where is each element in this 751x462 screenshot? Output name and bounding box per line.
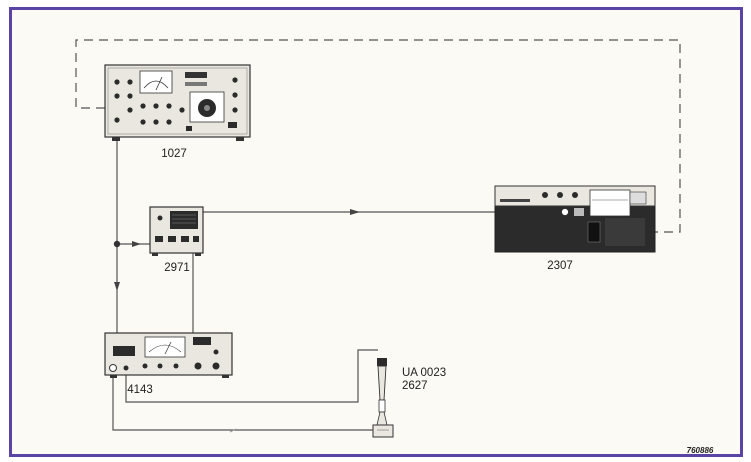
junction-dot [113,240,121,248]
label-2307: 2307 [547,260,573,272]
label-mic-preamp: 2627 [402,380,428,392]
label-4143: 4143 [127,384,153,396]
dashed-control-line [75,39,681,233]
device-2307 [494,185,656,253]
wire-4143-to-mic-cable [125,349,378,403]
figure-code: 760886 [687,446,714,455]
label-1027: 1027 [161,148,187,160]
wires [75,39,681,431]
device-1027 [104,64,251,141]
microphone-assembly [372,358,394,438]
label-2971: 2971 [164,262,190,274]
stray-mark [229,428,237,433]
label-mic-adapter: UA 0023 [402,367,446,379]
device-4143 [104,332,233,378]
wire-4143-to-mic-base [112,372,373,431]
arrow-right-icon [132,241,141,247]
device-2971 [149,206,204,256]
arrows [114,209,360,291]
arrow-down-icon [114,282,120,291]
arrow-right-icon [350,209,360,215]
